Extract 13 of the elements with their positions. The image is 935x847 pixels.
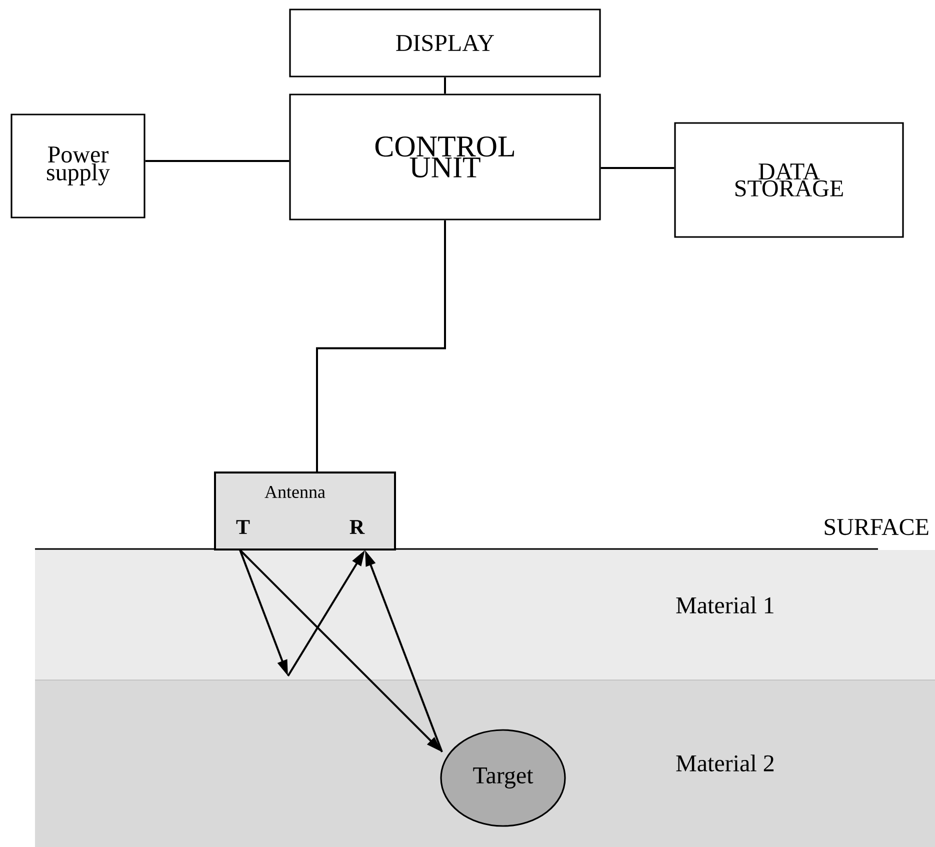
block-box: CONTROL UNIT xyxy=(289,94,601,220)
layer-label: SURFACE xyxy=(824,518,928,536)
connector-line xyxy=(600,167,674,169)
connector-line xyxy=(444,77,446,94)
block-box: Power supply xyxy=(10,114,146,218)
layer-label: Material 1 xyxy=(676,596,774,614)
connector-line xyxy=(145,160,290,162)
antenna-port: T xyxy=(236,520,250,534)
block-box: DATA STORAGE xyxy=(674,122,904,238)
block-box: DISPLAY xyxy=(289,8,601,78)
antenna-port: R xyxy=(350,520,365,534)
connector-line xyxy=(316,220,446,472)
layer-label: Material 2 xyxy=(676,754,774,772)
